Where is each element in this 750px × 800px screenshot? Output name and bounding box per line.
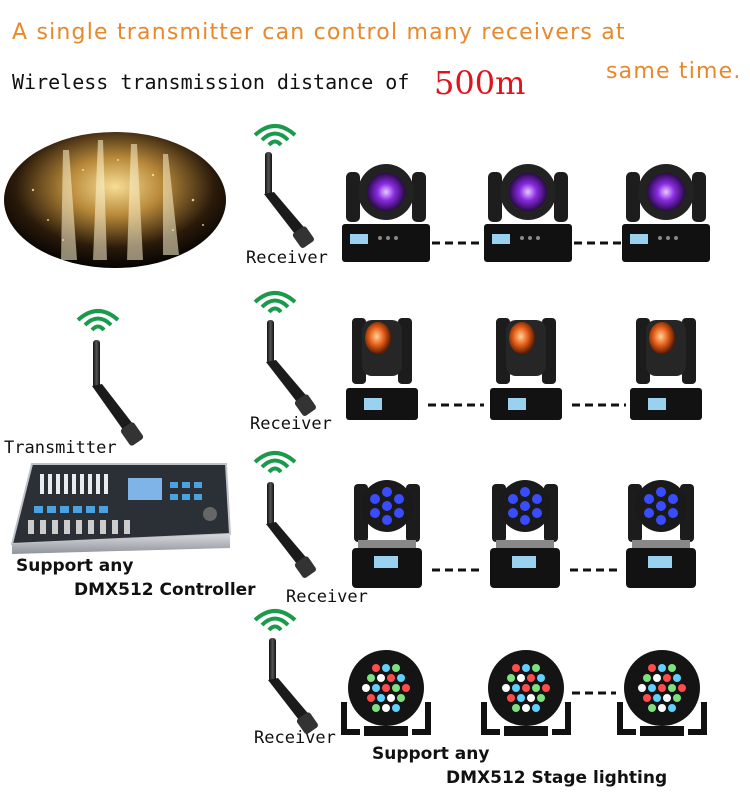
receiver-signal-icon [253,609,297,632]
receiver-label-row1: Receiver [246,248,328,268]
led-par-light-fixture [617,650,707,736]
receiver-antenna-icon [268,638,318,734]
moving-head-fixture [622,164,710,262]
headline-line1-end: same time. [606,59,742,84]
led-wash-moving-head-fixture [626,480,696,588]
beam-moving-head-fixture [630,318,702,420]
connection-dashes [432,241,484,245]
controller-caption-line2: DMX512 Controller [74,580,256,600]
moving-head-fixture [484,164,572,262]
led-par-light-fixture [341,650,431,736]
light-beams-illustration [4,132,226,268]
receiver-signal-icon [253,124,297,147]
receiver-label-row4: Receiver [254,728,336,748]
receiver-label-row2: Receiver [250,414,332,434]
fixtures-caption-line2: DMX512 Stage lighting [446,768,668,788]
connection-dashes [428,403,484,407]
connection-dashes [572,403,626,407]
receiver-signal-icon [253,451,297,474]
led-wash-moving-head-fixture [352,480,422,588]
transmitter-signal-icon [76,309,120,332]
beam-moving-head-fixture [346,318,418,420]
fixtures-caption-line1: Support any [372,744,490,764]
distance-value: 500m [434,64,526,102]
beam-moving-head-fixture [490,318,562,420]
moving-head-fixture [342,164,430,262]
receiver-antenna-icon [264,152,314,248]
headline-line2: Wireless transmission distance of [12,70,410,94]
connection-dashes [574,241,622,245]
led-par-light-fixture [481,650,571,736]
transmitter-label: Transmitter [4,438,117,458]
receiver-antenna-icon [266,482,316,578]
connection-dashes [572,691,616,695]
transmitter-antenna-icon [92,340,144,446]
receiver-label-row3: Receiver [286,587,368,607]
headline-line1: A single transmitter can control many re… [12,20,626,45]
receiver-antenna-icon [266,320,316,416]
led-wash-moving-head-fixture [490,480,560,588]
receiver-signal-icon [253,291,297,314]
connection-dashes [570,568,618,572]
controller-caption-line1: Support any [16,556,134,576]
dmx-controller-console [10,463,232,554]
connection-dashes [432,568,482,572]
